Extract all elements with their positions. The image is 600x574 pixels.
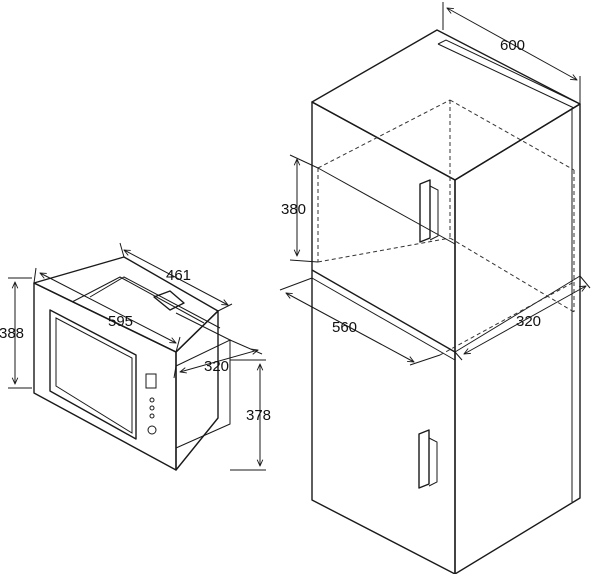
label-320-niche: 320 xyxy=(204,358,229,375)
dimension-388 xyxy=(8,277,32,389)
label-461: 461 xyxy=(166,267,191,284)
label-600: 600 xyxy=(500,37,525,54)
dimension-560 xyxy=(279,277,441,366)
label-380: 380 xyxy=(281,201,306,218)
dimension-320-cabinet xyxy=(454,275,591,361)
cabinet-drawing xyxy=(311,29,581,574)
microwave-drawing xyxy=(33,256,231,471)
dimension-600 xyxy=(442,2,581,104)
label-320-cabinet: 320 xyxy=(516,313,541,330)
dimension-378 xyxy=(230,359,266,471)
dimension-380 xyxy=(289,154,319,263)
dimension-461 xyxy=(119,242,233,312)
dimension-320-niche xyxy=(173,339,263,379)
dimension-595 xyxy=(33,267,181,353)
label-388: 388 xyxy=(0,325,24,342)
label-378: 378 xyxy=(246,407,271,424)
label-560: 560 xyxy=(332,319,357,336)
label-595: 595 xyxy=(108,313,133,330)
